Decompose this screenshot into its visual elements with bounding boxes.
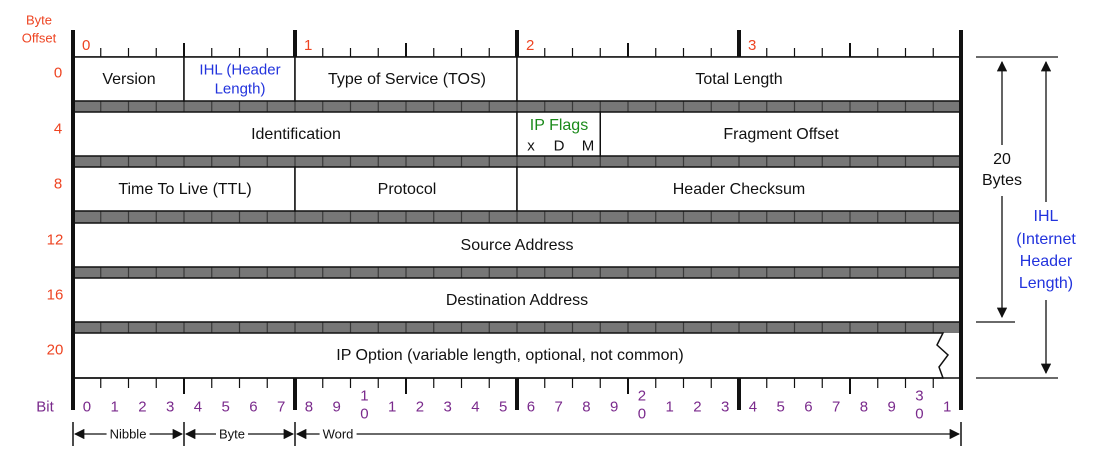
row-offset-8: 8	[53, 175, 63, 193]
field-cells	[71, 30, 963, 410]
flag-bit-x: x	[527, 137, 535, 155]
bit-label: 6	[526, 398, 536, 416]
bit-label-tens: 2	[637, 387, 647, 405]
bit-label: 1	[942, 398, 952, 416]
right-brackets	[976, 56, 1058, 379]
row-offset-0: 0	[53, 64, 63, 82]
row-offset-20: 20	[46, 341, 64, 359]
row-separators	[73, 101, 961, 333]
unit-nibble-label: Nibble	[106, 427, 150, 441]
field-ihl-line1: IHL (Header	[199, 61, 281, 79]
field-cell	[294, 56, 518, 102]
bit-label: 1	[665, 398, 674, 416]
bit-label: 2	[693, 398, 702, 416]
bit-label: 9	[887, 398, 896, 416]
field-ihl-line2: Length)	[214, 80, 266, 98]
flag-bit-d: D	[553, 137, 565, 155]
field-cell	[72, 222, 962, 268]
bit-label: 6	[249, 398, 258, 416]
byte-number-1: 1	[304, 37, 313, 54]
bit-label: 0	[82, 398, 92, 416]
bit-label: 7	[831, 398, 841, 416]
bit-label: 8	[859, 398, 869, 416]
field-fragment-offset: Fragment Offset	[723, 126, 839, 143]
field-header-checksum: Header Checksum	[672, 181, 806, 198]
row-offset-12: 12	[46, 231, 64, 249]
flag-bit-m: M	[581, 137, 595, 155]
field-cell	[72, 111, 518, 157]
ihl-annotation-line3: Header	[1019, 253, 1073, 270]
bit-label: 6	[804, 398, 813, 416]
field-protocol: Protocol	[377, 181, 437, 198]
row-offset-4: 4	[53, 120, 63, 138]
bit-label: 9	[609, 398, 619, 416]
bit-label: 7	[554, 398, 563, 416]
byte-offset-label-line1: Byte	[25, 12, 53, 28]
bit-label: 4	[748, 398, 758, 416]
bit-label: 5	[498, 398, 508, 416]
bit-label-tens: 3	[915, 387, 924, 405]
bit-label-tens-zero: 0	[915, 405, 924, 423]
bit-ruler	[71, 377, 963, 446]
ihl-annotation-line1: IHL	[1033, 208, 1059, 225]
bit-label: 5	[221, 398, 230, 416]
bit-label: 9	[332, 398, 341, 416]
twenty-bytes-line2: Bytes	[981, 172, 1023, 189]
field-source-address: Source Address	[460, 237, 574, 254]
field-cell	[72, 277, 962, 323]
ihl-annotation-line2: (Internet	[1016, 231, 1076, 248]
unit-word-label: Word	[319, 427, 357, 441]
field-version: Version	[102, 71, 156, 88]
field-cell	[516, 56, 962, 102]
top-ruler	[71, 30, 963, 58]
bit-label: 4	[471, 398, 480, 416]
field-cell	[516, 166, 962, 212]
twenty-bytes-line1: 20	[993, 151, 1011, 168]
byte-number-0: 0	[82, 37, 91, 54]
bit-label: 2	[415, 398, 425, 416]
bit-label: 3	[165, 398, 175, 416]
bit-label-tens: 1	[360, 387, 369, 405]
ihl-annotation-line4: Length)	[1018, 275, 1074, 292]
field-total-length: Total Length	[695, 71, 783, 88]
byte-number-3: 3	[748, 37, 757, 54]
bit-label: 3	[443, 398, 452, 416]
bit-label-tens-zero: 0	[637, 405, 647, 423]
bit-axis-label: Bit	[36, 398, 54, 416]
field-cell	[294, 166, 518, 212]
field-time-to-live: Time To Live (TTL)	[118, 181, 252, 198]
field-cell	[183, 56, 296, 102]
bit-label: 7	[276, 398, 286, 416]
bit-label: 2	[138, 398, 147, 416]
bit-label: 8	[304, 398, 314, 416]
byte-offset-label-line2: Offset	[21, 30, 57, 46]
field-ip-option: IP Option (variable length, optional, no…	[336, 347, 684, 364]
field-identification: Identification	[251, 126, 341, 143]
field-ip-flags: IP Flags	[529, 117, 589, 134]
field-cell	[599, 111, 962, 157]
bit-label: 4	[193, 398, 203, 416]
bit-label: 8	[582, 398, 591, 416]
bit-label: 3	[720, 398, 730, 416]
bit-label-tens-zero: 0	[360, 405, 369, 423]
row-offset-16: 16	[46, 286, 64, 304]
bit-label: 1	[110, 398, 119, 416]
bit-label: 5	[776, 398, 785, 416]
byte-number-2: 2	[526, 37, 535, 54]
bit-label: 1	[387, 398, 397, 416]
field-cell	[516, 111, 601, 157]
field-type-of-service: Type of Service (TOS)	[328, 71, 486, 88]
field-destination-address: Destination Address	[445, 292, 589, 309]
unit-byte-label: Byte	[215, 427, 249, 441]
